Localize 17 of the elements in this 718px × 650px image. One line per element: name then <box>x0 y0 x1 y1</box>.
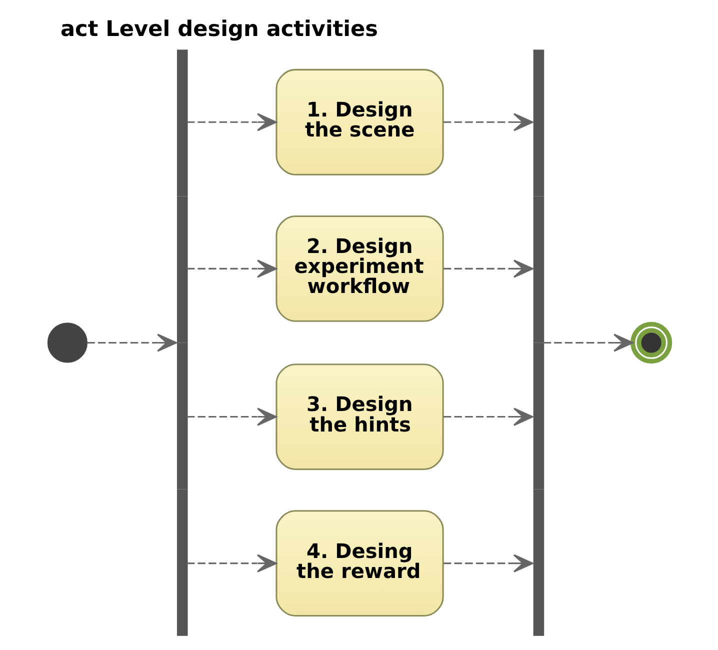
arrow <box>443 260 534 278</box>
node-box: 1. Design the scene <box>276 68 444 176</box>
arrow <box>87 334 177 352</box>
arrow <box>443 554 534 572</box>
arrow <box>187 554 277 572</box>
arrow <box>187 260 277 278</box>
arrow <box>443 408 534 426</box>
diagram-title: act Level design activities <box>60 17 378 42</box>
node-box: 4. Desing the reward <box>276 510 444 617</box>
arrow <box>443 113 534 132</box>
arrow <box>187 408 277 426</box>
arrow <box>187 113 277 132</box>
node-circle <box>630 322 672 364</box>
node-circle <box>47 322 88 363</box>
node-box: 2. Design experiment workflow <box>276 215 444 322</box>
node-box: 3. Design the hints <box>276 364 444 470</box>
arrow <box>543 334 634 352</box>
